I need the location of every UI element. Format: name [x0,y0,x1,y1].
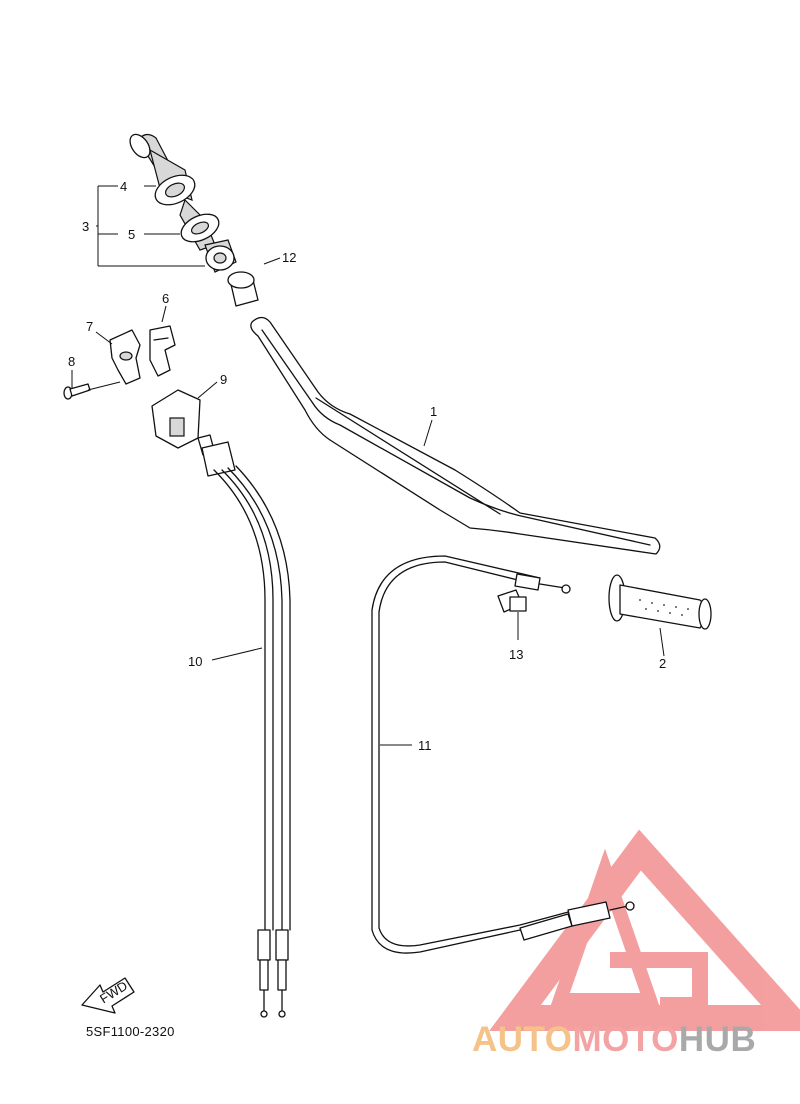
watermark-logo [489,829,800,1031]
collar [227,271,259,307]
fwd-arrow: FWD [81,977,135,1014]
watermark-auto: AUTO [472,1020,573,1059]
leader-lines [71,185,665,746]
callout-2: 2 [659,656,666,671]
watermark-moto: MOTO [572,1020,679,1059]
throttle-cables [201,441,291,1018]
callout-7: 7 [86,319,93,334]
clutch-cable [371,555,635,954]
right-grip [608,574,712,630]
callout-6: 6 [162,291,169,306]
holder-7 [109,329,141,385]
watermark-hub: HUB [678,1020,757,1059]
holder-6 [149,325,176,377]
callout-4: 4 [120,179,127,194]
callout-9: 9 [220,372,227,387]
watermark-text: AUTOMOTOHUB [472,1020,756,1060]
callout-11: 11 [418,738,432,753]
callout-5: 5 [128,227,135,242]
callout-10: 10 [188,654,202,669]
screw [63,383,91,400]
callout-8: 8 [68,354,75,369]
callout-3: 3 [82,219,89,234]
callouts: 1 2 3 4 5 6 7 8 9 10 11 12 13 [68,179,666,753]
callout-1: 1 [430,404,437,419]
left-grip-assembly [129,133,237,273]
callout-12: 12 [282,250,296,265]
throttle-housing [151,389,215,456]
callout-13: 13 [509,647,523,662]
handlebar [250,316,661,555]
diagram-code: 5SF1100-2320 [86,1024,175,1039]
adjuster-bolt [497,589,527,613]
